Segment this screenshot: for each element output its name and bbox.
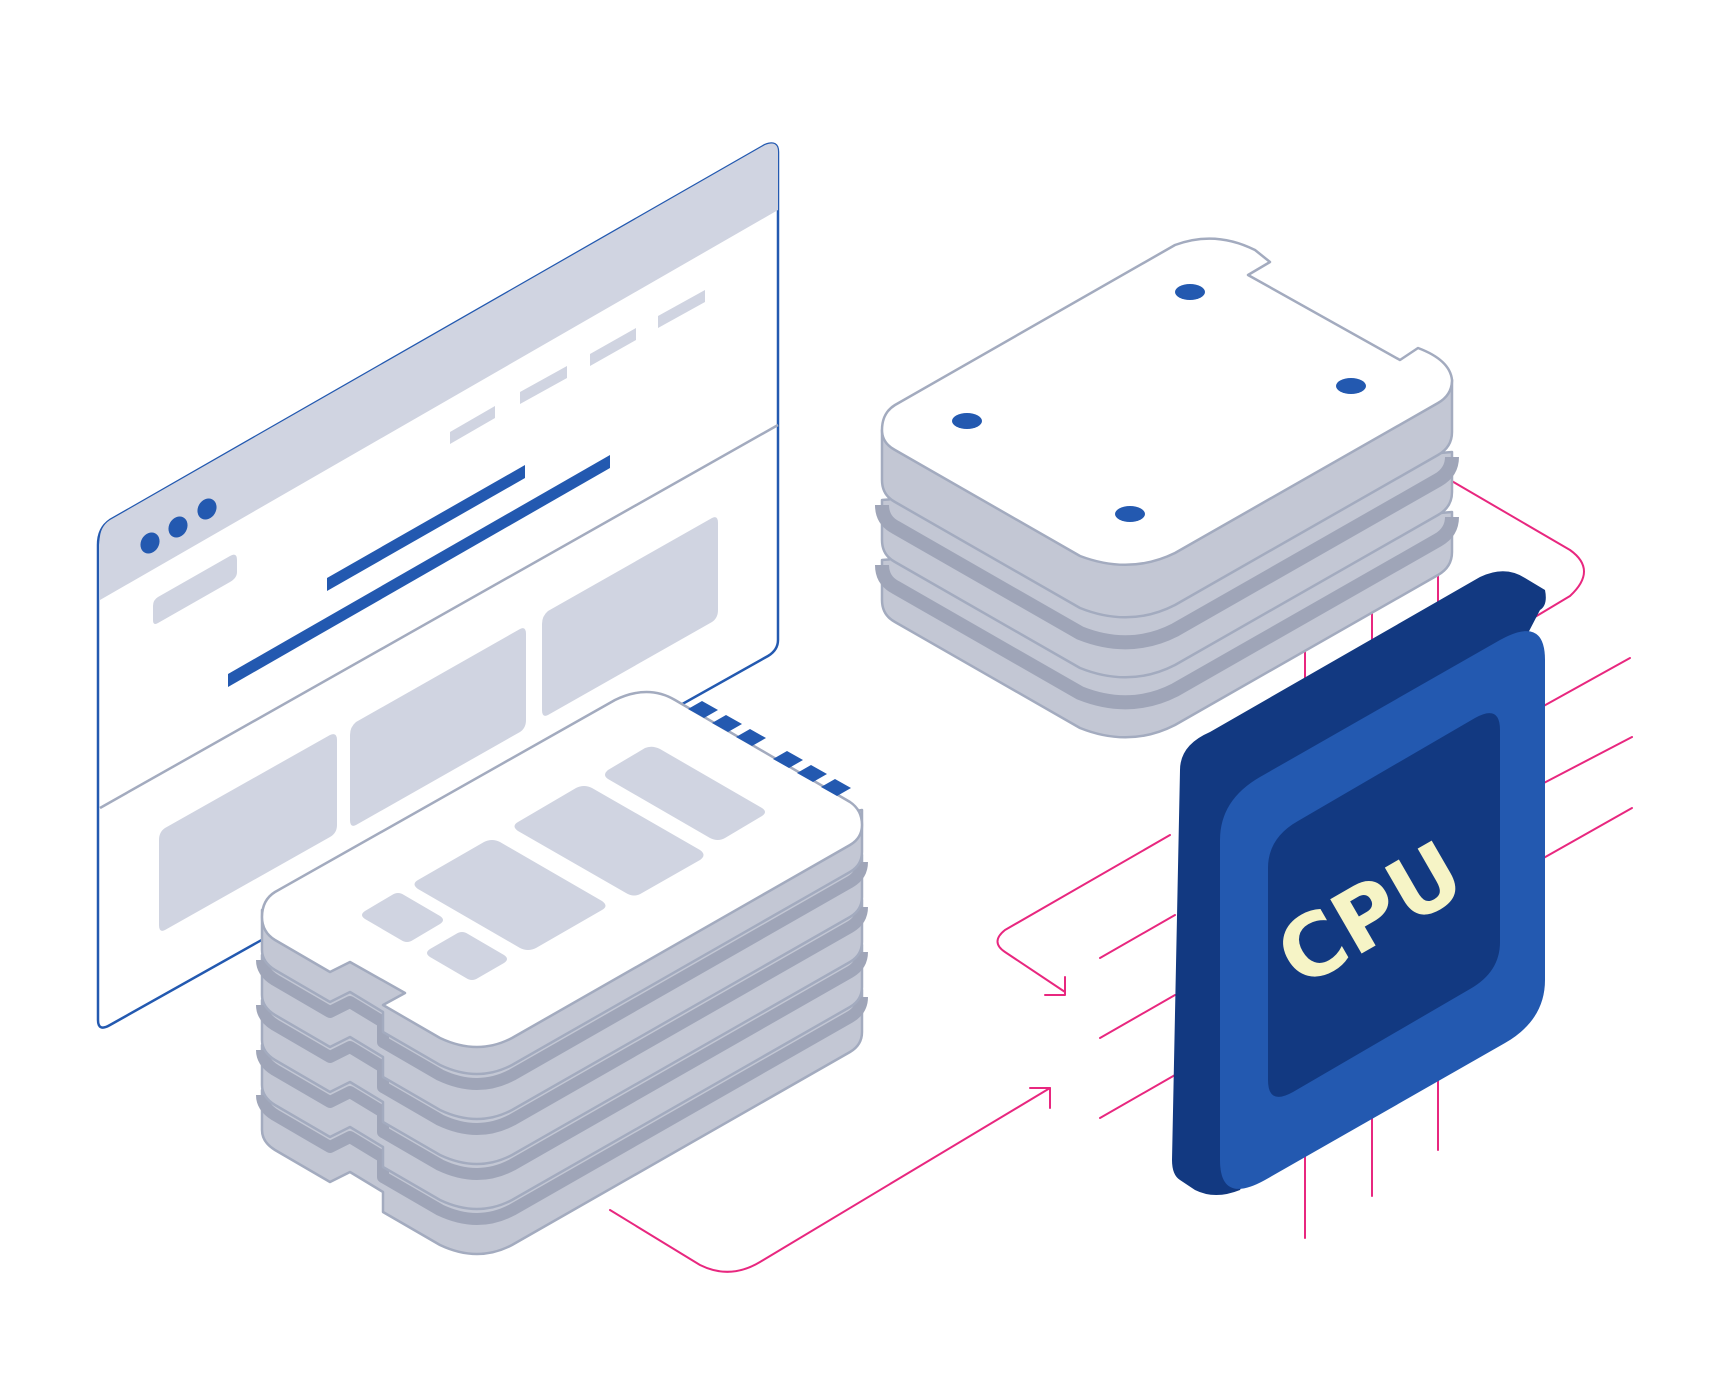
cpu-pin-line [1099, 914, 1176, 959]
hero-headline-bar [327, 465, 525, 591]
cpu-pin-line [1539, 657, 1631, 709]
browser-title-bar [99, 143, 778, 600]
arrow-head-upper [1044, 976, 1066, 996]
nav-placeholder [450, 406, 495, 444]
memory-chip [362, 893, 443, 942]
window-dot-icon [168, 516, 188, 538]
browser-window-icon [96, 142, 780, 1029]
contact-pin-icon [688, 701, 718, 718]
nav-placeholder [590, 328, 636, 366]
contact-pin-icon [821, 779, 851, 796]
memory-chip [605, 746, 765, 840]
contact-pin-icon [797, 765, 827, 782]
memory-layer-shadow [256, 861, 868, 1090]
nav-placeholder [520, 366, 567, 404]
storage-layer-shadow [875, 516, 1459, 710]
storage-stack-icon [875, 237, 1459, 739]
cpu-pin-line [1539, 736, 1633, 786]
nav-placeholder [658, 290, 705, 328]
storage-top-face [880, 237, 1454, 567]
memory-chips [362, 746, 765, 980]
storage-layer-shadow [875, 456, 1459, 650]
screw-dot-icon [1115, 506, 1145, 522]
memory-layer-shadow [256, 951, 868, 1180]
cpu-loop-arrow [996, 834, 1171, 993]
memory-chip [427, 932, 507, 980]
memory-layer-shadow [256, 996, 868, 1225]
cpu-pin-line [1099, 994, 1176, 1039]
cpu-pin-line [1539, 807, 1633, 861]
memory-to-cpu-arrow [609, 1087, 1051, 1273]
cpu-chip-icon: CPU [1172, 571, 1546, 1195]
content-card [350, 628, 526, 826]
window-dot-icon [140, 532, 160, 554]
contact-pin-icon [736, 729, 766, 746]
memory-chip [514, 786, 704, 896]
contact-pin-icon [712, 715, 742, 732]
memory-chip [414, 840, 606, 950]
content-card [159, 734, 337, 931]
cpu-die [1268, 713, 1500, 1097]
hero-subline-bar [228, 455, 610, 687]
logo-placeholder [153, 554, 237, 624]
memory-layer-shadow [256, 906, 868, 1135]
screw-dot-icon [952, 413, 982, 429]
browser-divider [99, 423, 779, 810]
window-dot-icon [197, 498, 217, 520]
storage-to-cpu-line [1449, 479, 1585, 627]
screw-dot-icon [1336, 378, 1366, 394]
cpu-pin-line [1099, 1074, 1176, 1119]
contact-pin-icon [773, 751, 803, 768]
arrow-head-lower [1029, 1087, 1051, 1109]
memory-contacts [688, 701, 851, 796]
memory-module-icon [256, 690, 868, 1256]
screw-dot-icon [1175, 284, 1205, 300]
content-card [542, 517, 718, 716]
